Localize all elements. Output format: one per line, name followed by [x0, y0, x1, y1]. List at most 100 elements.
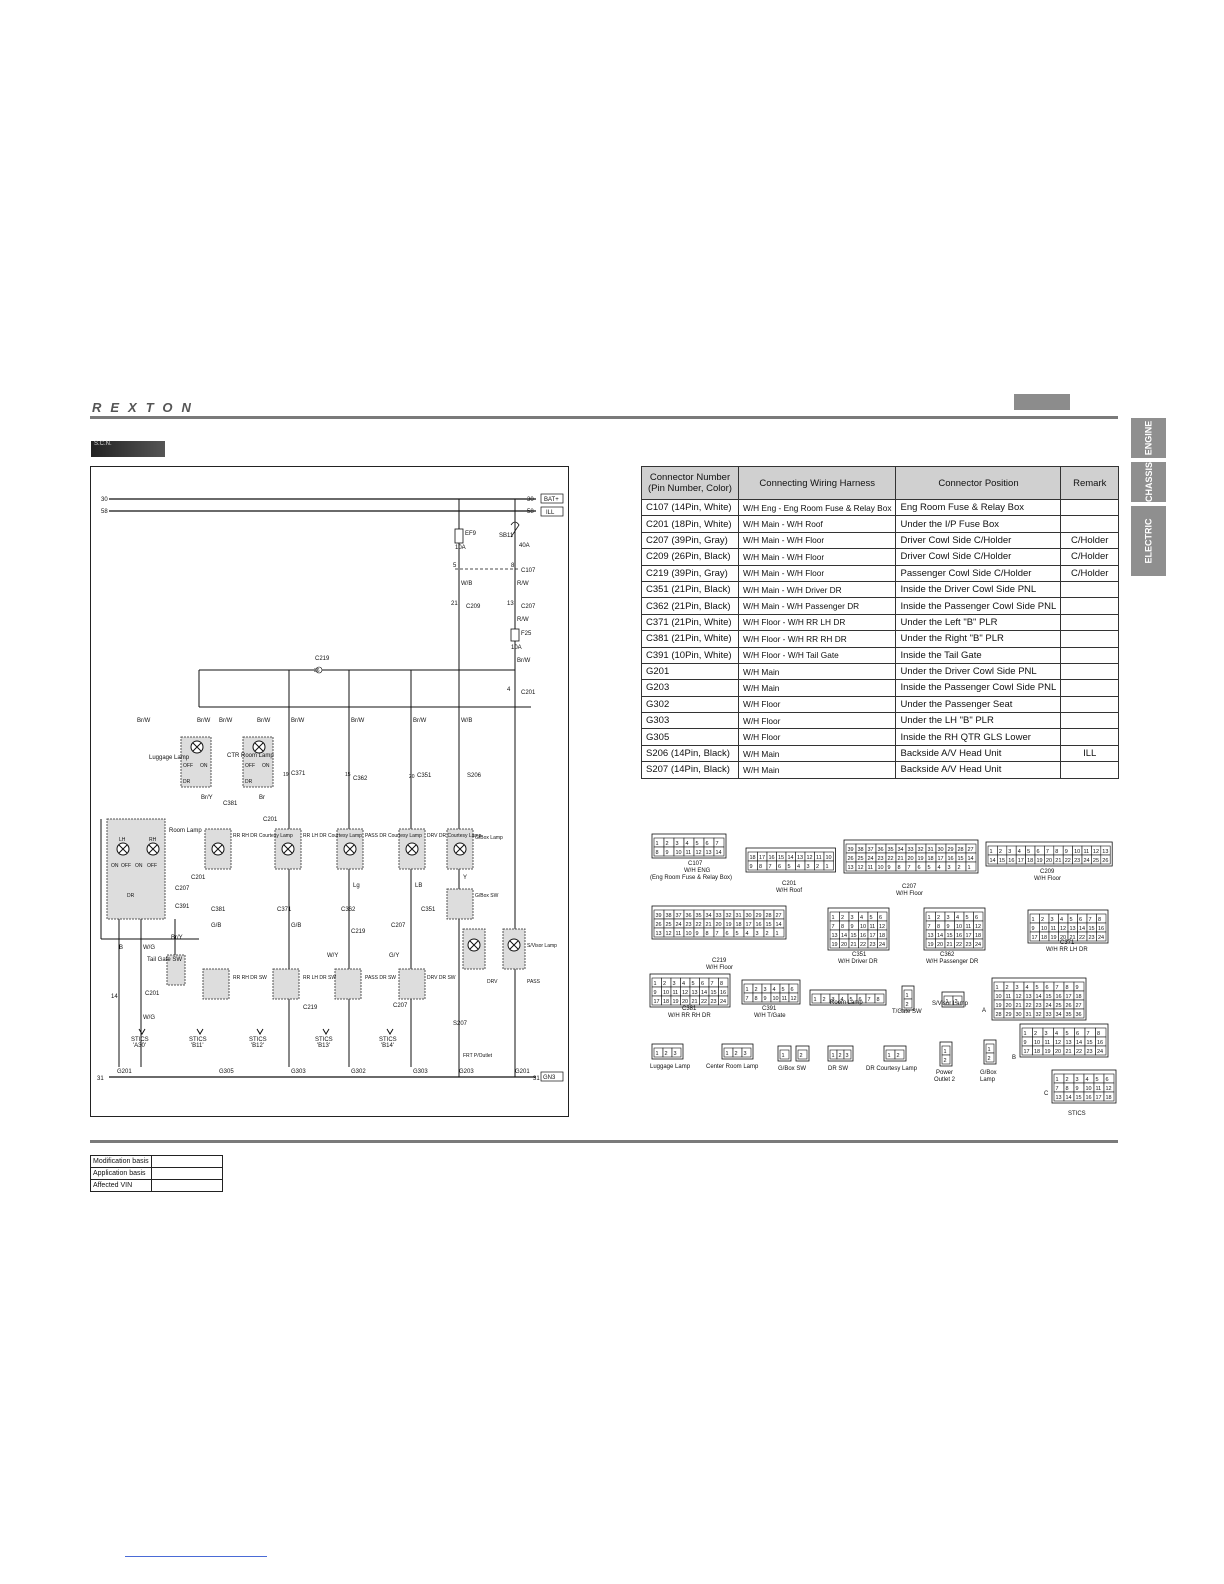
pin-4: 4 — [507, 687, 511, 693]
tab-chassis[interactable]: CHASSIS — [1131, 462, 1166, 502]
pin-number: 19 — [996, 1003, 1002, 1009]
pin-number: 12 — [858, 865, 864, 871]
pin-number: 1 — [826, 864, 829, 870]
pin-number: 16 — [756, 922, 762, 928]
pin-number: 25 — [666, 922, 672, 928]
pin-number: 35 — [888, 847, 894, 853]
wire-brw-3: Br/W — [219, 718, 233, 724]
frt-outlet-label: FRT P/Outlet — [463, 1053, 493, 1059]
pin-number: 8 — [759, 864, 762, 870]
pin-number: 10 — [773, 996, 779, 1002]
pin-number: 10 — [878, 865, 884, 871]
pin-number: 3 — [948, 865, 951, 871]
pin-number: 14 — [701, 990, 707, 996]
pin-number: 21 — [706, 922, 712, 928]
conn-c362-sw: C362 — [341, 907, 356, 913]
stics-a30: STICS — [131, 1037, 149, 1043]
pin-number: 7 — [746, 996, 749, 1002]
pin-number: 34 — [898, 847, 904, 853]
pin-number: 17 — [1018, 858, 1024, 864]
c351-name: C351 — [852, 952, 867, 958]
pin-number: 1 — [906, 993, 909, 999]
pin-number: 17 — [1032, 935, 1038, 941]
pin-number: 26 — [848, 856, 854, 862]
pin-number: 10 — [860, 924, 866, 930]
pin-number: 13 — [848, 865, 854, 871]
stics-b-label: B — [1012, 1055, 1016, 1061]
pin-number: 15 — [958, 856, 964, 862]
pin-number: 4 — [746, 931, 749, 937]
pin-number: 3 — [1051, 917, 1054, 923]
fuse-ef9-rating: 10A — [455, 545, 466, 551]
pin-number: 5 — [1036, 985, 1039, 991]
pin-number: 1 — [746, 987, 749, 993]
pin-number: 15 — [711, 990, 717, 996]
room-off-1: OFF — [121, 863, 131, 869]
stics-a30-code: 'A30' — [133, 1043, 146, 1049]
pin-number: 24 — [1098, 935, 1104, 941]
pin-number: 2 — [944, 1058, 947, 1064]
c201-harness: W/H Roof — [776, 888, 802, 894]
tab-electric[interactable]: ELECTRIC — [1131, 506, 1166, 576]
pin-number: 18 — [736, 922, 742, 928]
fuse-f25-rating: 10A — [511, 645, 522, 651]
stics-b11-code: 'B11' — [191, 1043, 204, 1049]
pin-number: 17 — [966, 933, 972, 939]
pin-number: 8 — [898, 865, 901, 871]
pin-number: 11 — [1096, 1086, 1102, 1092]
pin-number: 5 — [1096, 1077, 1099, 1083]
pin-number: 4 — [938, 865, 941, 871]
pin-number: 31 — [736, 913, 742, 919]
pin-number: 5 — [692, 981, 695, 987]
pin-number: 8 — [1066, 985, 1069, 991]
room-rh: RH — [149, 837, 157, 843]
pin-number: 25 — [858, 856, 864, 862]
pin-number: 32 — [726, 913, 732, 919]
tab-engine[interactable]: ENGINE — [1131, 418, 1166, 458]
pin-number: 3 — [764, 987, 767, 993]
c371-harness: W/H RR LH DR — [1046, 947, 1088, 953]
table-cell: C391 (10Pin, White) — [641, 646, 739, 664]
table-cell: C219 (39Pin, Gray) — [641, 564, 739, 582]
wire-lg: Lg — [353, 883, 360, 889]
table-cell: W/H Floor - W/H Tail Gate — [737, 646, 897, 664]
pin-number: 17 — [1066, 994, 1072, 1000]
pin-number: 1 — [888, 1053, 891, 1059]
rail-58-left: 58 — [101, 509, 108, 515]
pin-number: 1 — [996, 985, 999, 991]
conn-c391: C391 — [175, 904, 190, 910]
conn-c219-bus: C219 — [315, 656, 330, 662]
page-link-underline[interactable] — [125, 1556, 267, 1557]
conn-c371-sw: C371 — [277, 907, 292, 913]
table-row: C371 (21Pin, White)W/H Floor - W/H RR LH… — [641, 613, 1119, 632]
table-cell: W/H Eng - Eng Room Fuse & Relay Box — [737, 498, 897, 517]
pin-number: 23 — [1074, 858, 1080, 864]
c219-harness: W/H Floor — [706, 965, 733, 971]
pin-number: 1 — [832, 915, 835, 921]
wire-brw-2: Br/W — [197, 718, 211, 724]
stics-b14: STICS — [379, 1037, 397, 1043]
table-cell — [1060, 498, 1119, 517]
rail-31-left: 31 — [97, 1076, 104, 1082]
table-cell: Inside the Driver Cowl Side PNL — [895, 580, 1062, 599]
center-room-lamp-conn: Center Room Lamp — [706, 1064, 759, 1070]
pin-number: 26 — [1066, 1003, 1072, 1009]
pin-number: 12 — [1106, 1086, 1112, 1092]
wire-brw-1: Br/W — [137, 718, 151, 724]
ctr-on: ON — [262, 763, 270, 769]
c362-name: C362 — [940, 952, 955, 958]
ctr-room-lamp-label: CTR Room Lamp — [227, 753, 274, 759]
wire-gy: G/Y — [389, 953, 399, 959]
pin-number: 2 — [897, 1053, 900, 1059]
pin-number: 3 — [1076, 1077, 1079, 1083]
pass-label: PASS — [527, 979, 541, 985]
ground-g303-1: G303 — [291, 1069, 306, 1075]
table-cell — [1060, 580, 1119, 599]
pin-number: 15 — [947, 933, 953, 939]
pin-number: 25 — [1056, 1003, 1062, 1009]
pin-number: 3 — [832, 997, 835, 1003]
pin-number: 18 — [928, 856, 934, 862]
table-cell: W/H Main — [737, 744, 897, 763]
